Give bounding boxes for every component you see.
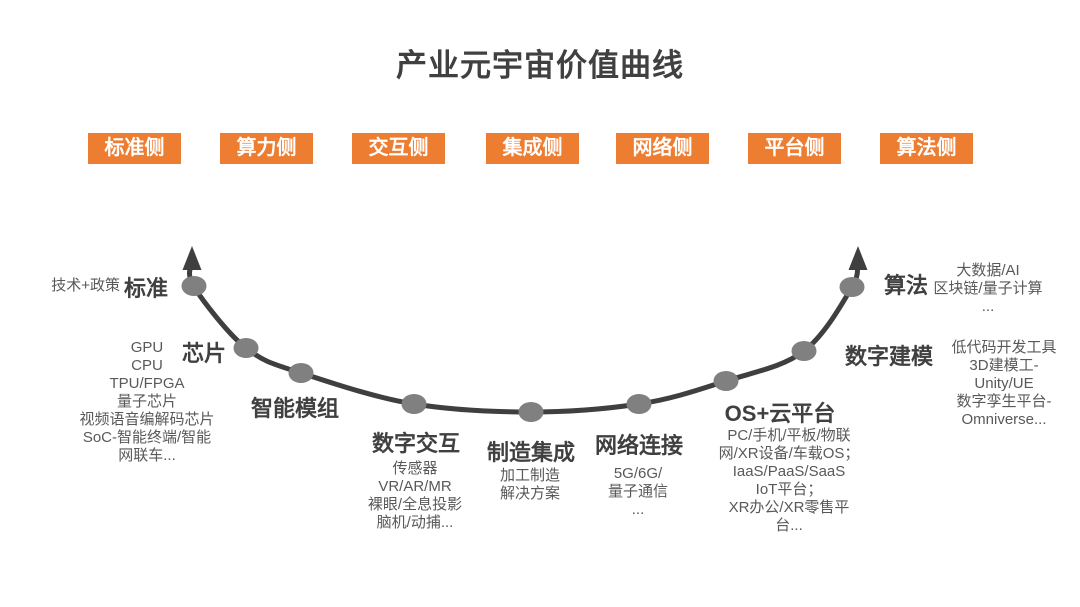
node-label-digital-interaction: 数字交互 (371, 431, 460, 456)
curve-dot-algorithm (839, 277, 865, 297)
node-label-network-connection: 网络连接 (594, 433, 683, 458)
side-label-platform: 平台侧 (748, 133, 841, 164)
node-label-digital-modeling: 数字建模 (844, 344, 933, 369)
curve-dot-digital-modeling (791, 341, 817, 361)
node-label-smart-module: 智能模组 (251, 396, 340, 421)
page-title: 产业元宇宙价值曲线 (396, 48, 684, 83)
curve-dot-smart-module (288, 363, 314, 383)
node-label-manufacturing-integration: 制造集成 (486, 440, 575, 465)
curve-dot-digital-interaction (401, 394, 427, 414)
curve-dot-standard (181, 276, 207, 296)
details-chip: GPU CPU TPU/FPGA 量子芯片 视频语音编解码芯片 SoC-智能终端… (79, 339, 215, 464)
node-label-algorithm: 算法 (884, 273, 929, 298)
side-label-interaction: 交互侧 (352, 133, 445, 164)
side-label-network: 网络侧 (616, 133, 709, 164)
annotation-tech-policy: 技术+政策 (51, 277, 120, 294)
up-arrow-left-icon (182, 246, 202, 270)
details-digital-interaction: 传感器 VR/AR/MR 裸眼/全息投影 脑机/动捕... (367, 460, 463, 531)
side-label-algorithm: 算法侧 (880, 133, 973, 164)
up-arrow-right-icon (848, 246, 868, 270)
details-digital-modeling: 低代码开发工具 3D建模工- Unity/UE 数字孪生平台- Omnivers… (951, 339, 1057, 428)
side-label-standard: 标准侧 (88, 133, 181, 164)
side-label-computing: 算力侧 (220, 133, 313, 164)
node-label-standard: 标准 (124, 276, 169, 301)
details-manufacturing-integration: 加工制造 解决方案 (499, 467, 560, 502)
value-curve (186, 259, 860, 415)
curve-dot-manufacturing-integration (518, 402, 544, 422)
curve-dot-chip (233, 338, 259, 358)
details-algorithm: 大数据/AI 区块链/量子计算 ... (933, 262, 1043, 315)
curve-dot-network-connection (626, 394, 652, 414)
details-network-connection: 5G/6G/ 量子通信 ... (607, 465, 668, 518)
side-label-integration: 集成侧 (486, 133, 579, 164)
details-os-cloud: PC/手机/平板/物联 网/XR设备/车载OS； IaaS/PaaS/SaaS … (718, 427, 860, 534)
node-label-os-cloud: OS+云平台 (724, 401, 836, 426)
node-label-chip: 芯片 (182, 341, 227, 366)
curve-dot-os-cloud (713, 371, 739, 391)
